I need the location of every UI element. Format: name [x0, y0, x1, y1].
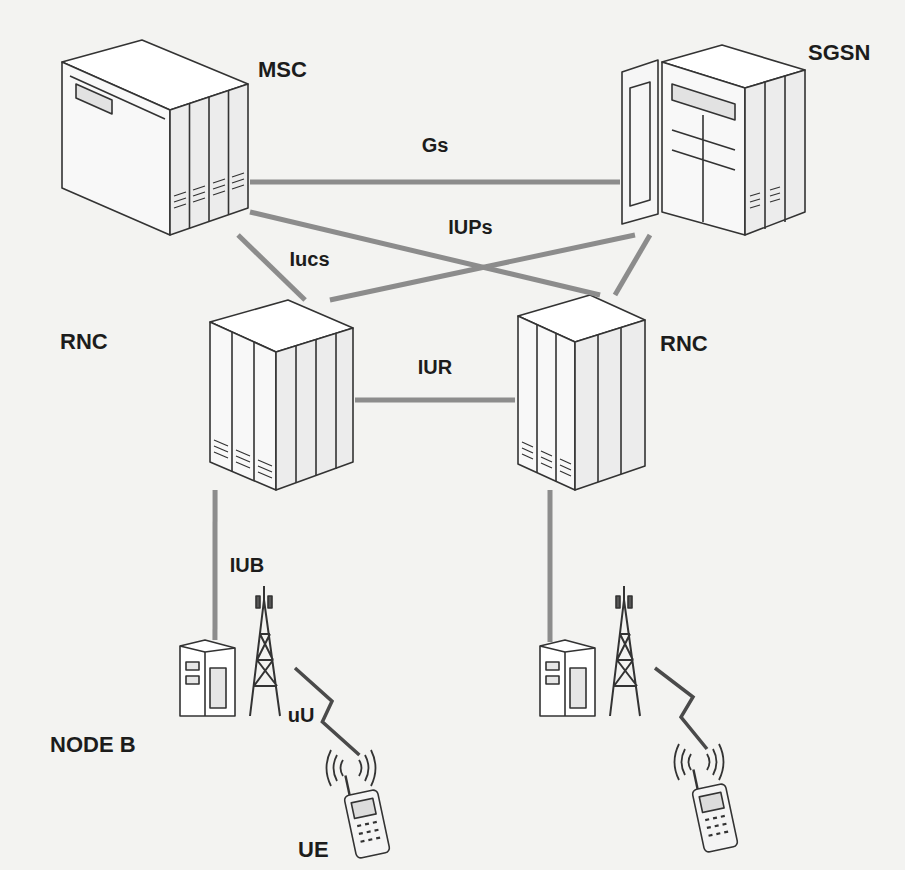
- interface-link: [355, 397, 515, 402]
- cabinet-side: [575, 320, 645, 490]
- cabinet-vents: [750, 187, 780, 208]
- cabinet-side: [276, 328, 353, 490]
- cabinet-front: [210, 322, 276, 490]
- equipment-box: SGSN: [620, 45, 805, 235]
- interface-link: [330, 235, 635, 300]
- equipment-label: RNC: [60, 330, 108, 354]
- msc-cabinet: [62, 40, 248, 235]
- iub-link: [548, 490, 553, 642]
- equipment-box: RNC: [515, 295, 645, 490]
- cabinet-panels: [672, 76, 785, 229]
- equipment-label: MSC: [258, 58, 307, 82]
- equipment-box: RNC: [205, 300, 355, 490]
- equipment-label: RNC: [660, 332, 708, 356]
- equipment-label: NODE B: [50, 733, 136, 757]
- interface-label: Gs: [420, 134, 451, 157]
- cabinet-front: [62, 62, 170, 235]
- phone-illustration: [675, 744, 739, 853]
- equipment-box: UE: [338, 755, 404, 860]
- interface-label: Iucs: [288, 248, 332, 271]
- cabinet-panels: [537, 325, 621, 482]
- interface-label: uU: [286, 704, 317, 727]
- cabinet-panels: [70, 76, 229, 228]
- phone-illustration: [327, 750, 391, 859]
- sgsn-cabinet: [622, 45, 805, 235]
- interface-label: IUPs: [446, 216, 494, 239]
- rnc-cabinet: [210, 300, 353, 490]
- door-panel: [630, 82, 650, 206]
- cabinet-vents: [522, 442, 571, 476]
- equipment-box: MSC: [60, 40, 250, 235]
- interface-label: IUB: [228, 554, 266, 577]
- interface-link: [250, 179, 620, 184]
- equipment-label: UE: [298, 838, 329, 862]
- front-module: [672, 84, 735, 120]
- interface-label: IUR: [416, 356, 454, 379]
- node-b-illustration: [540, 586, 640, 716]
- control-panel: [76, 84, 112, 114]
- node-b-illustration: [180, 586, 280, 716]
- cabinet-front: [518, 316, 575, 490]
- cabinet-vents: [214, 440, 272, 478]
- equipment-box: NODE B: [178, 640, 295, 717]
- radio-link: [655, 668, 707, 749]
- rnc-cabinet: [518, 295, 645, 490]
- cabinet-vents: [174, 173, 244, 208]
- equipment-label: SGSN: [808, 41, 870, 65]
- interface-link: [615, 235, 650, 295]
- cabinet-side: [745, 70, 805, 235]
- interface-link: [212, 490, 217, 640]
- cabinet-door: [622, 60, 658, 224]
